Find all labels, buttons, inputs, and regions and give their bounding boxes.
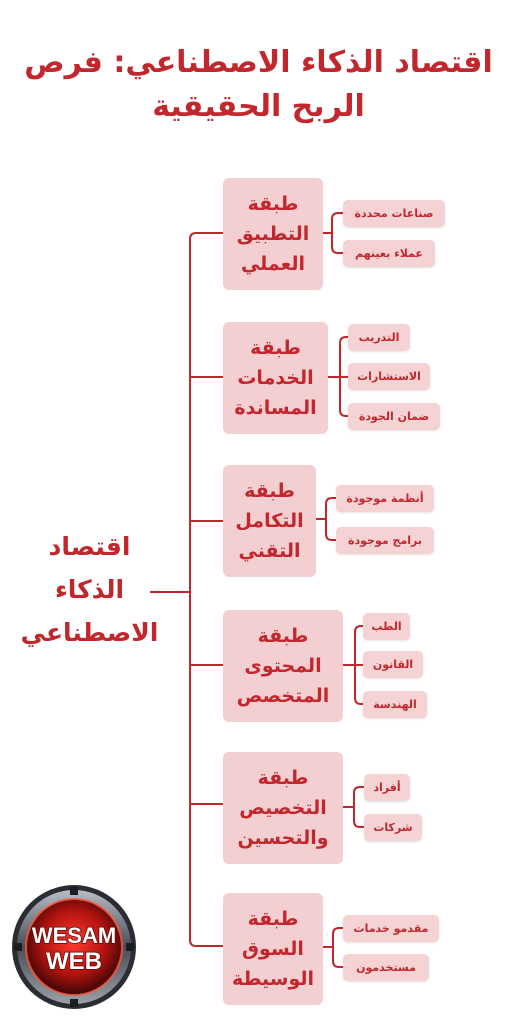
leaf-existing-software: برامج موجودة (336, 527, 434, 554)
leaf-training: التدريب (348, 324, 410, 351)
layer-label: طبقة (247, 908, 299, 930)
leaf-engineering: الهندسة (363, 691, 427, 718)
layer-label: السوق (242, 938, 304, 960)
layer-label: طبقة (257, 767, 309, 789)
layer-label: طبقة (244, 480, 295, 502)
layer-label: طبقة (247, 193, 299, 215)
layer-label: التقني (238, 540, 301, 562)
leaf-individuals: أفراد (364, 774, 410, 801)
root-line2: الذكاء (54, 575, 125, 604)
layer-node-application: طبقة التطبيق العملي (223, 178, 323, 290)
layer-label: والتحسين (237, 827, 329, 849)
diagram-title-line2: الربح الحقيقية (152, 89, 365, 124)
leaf-specific-clients: عملاء بعينهم (343, 240, 435, 267)
layer-label: المساندة (234, 397, 317, 419)
layer-label: طبقة (257, 625, 309, 647)
layer-node-support-services: طبقة الخدمات المساندة (223, 322, 328, 434)
layer-label: المتخصص (236, 685, 330, 707)
leaf-existing-systems: أنظمة موجودة (336, 485, 434, 512)
wesam-web-logo: WESAM WEB (12, 885, 136, 1009)
leaf-law: القانون (363, 651, 423, 678)
leaf-quality-assurance: ضمان الجودة (348, 403, 440, 430)
layer-node-intermediary-market: طبقة السوق الوسيطة (223, 893, 323, 1005)
layer-label: الوسيطة (231, 968, 315, 990)
logo-text-line1: WESAM (32, 923, 116, 948)
layer-label: التكامل (235, 510, 304, 532)
layer-label: التخصيص (239, 797, 327, 819)
layer-label: الخدمات (237, 367, 314, 389)
root-line3: الاصطناعي (20, 618, 159, 647)
leaf-users: مستخدمون (343, 954, 429, 981)
leaf-specific-industries: صناعات محددة (343, 200, 445, 227)
logo-text-line2: WEB (46, 948, 102, 975)
layer-label: التطبيق (236, 223, 310, 245)
leaf-consulting: الاستشارات (348, 363, 430, 390)
layer-node-specialized-content: طبقة المحتوى المتخصص (223, 610, 343, 722)
leaf-companies: شركات (364, 814, 422, 841)
root-node: اقتصاد الذكاء الاصطناعي (12, 525, 167, 654)
root-line1: اقتصاد (48, 532, 131, 561)
leaf-medicine: الطب (363, 613, 410, 640)
layer-label: طبقة (250, 337, 301, 359)
diagram-title-line1: اقتصاد الذكاء الاصطناعي: فرص (24, 45, 493, 80)
layer-label: العملي (240, 253, 306, 275)
layer-node-technical-integration: طبقة التكامل التقني (223, 465, 316, 577)
layer-label: المحتوى (244, 655, 322, 677)
leaf-service-providers: مقدمو خدمات (343, 915, 439, 942)
layer-node-customization: طبقة التخصيص والتحسين (223, 752, 343, 864)
